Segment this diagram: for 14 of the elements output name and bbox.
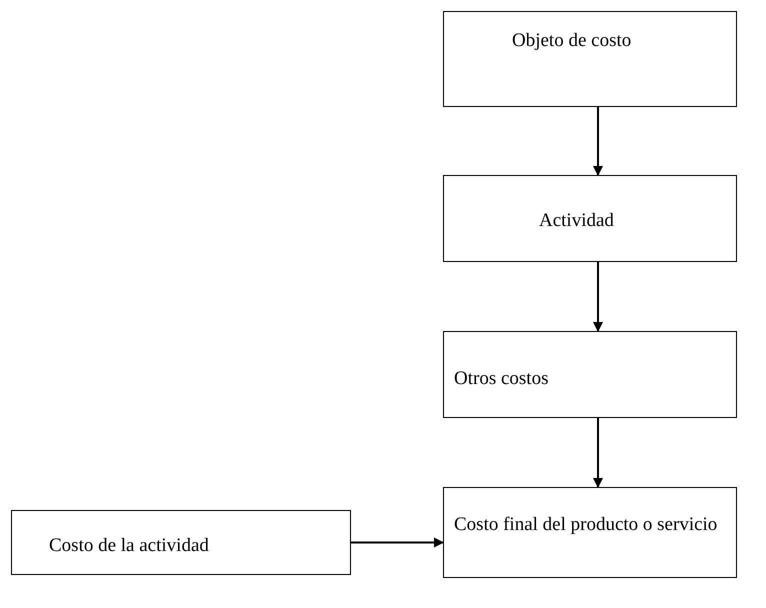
process-box	[443, 331, 737, 418]
box-label: Otros costos	[454, 367, 550, 391]
arrow	[593, 107, 603, 176]
arrow	[351, 538, 444, 548]
box-label: Objeto de costo	[512, 29, 632, 53]
box-label: Costo final del producto o servicio	[454, 513, 718, 537]
process-box	[443, 487, 737, 578]
arrow	[593, 418, 603, 488]
box-label: Costo de la actividad	[49, 534, 210, 558]
process-box	[443, 11, 737, 107]
box-label: Actividad	[539, 209, 615, 233]
process-box	[443, 175, 737, 262]
process-box	[11, 510, 351, 575]
arrow	[593, 262, 603, 332]
